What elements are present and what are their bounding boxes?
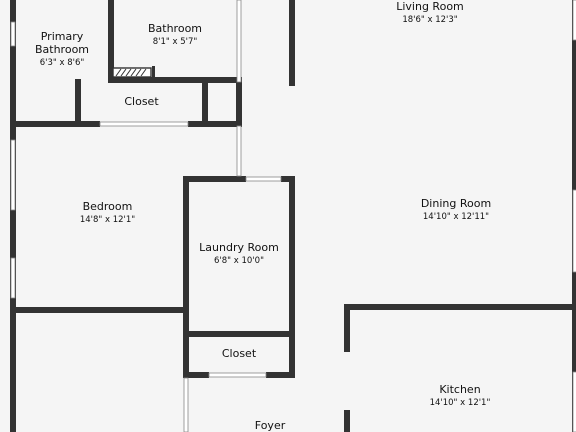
wall-bedroom-north-a [10,121,100,127]
wall-kitchen-west [344,304,350,352]
window-bedroom-upper [10,139,16,211]
wall-living-west-stub [289,0,295,86]
opening-bedroom-north [99,121,189,127]
room-name: Dining Room [420,197,492,210]
wall-bath-east-lower [236,82,242,126]
room-name: Closet [124,95,159,108]
wall-laundry-north-b [281,176,295,182]
wall-vent-jamb [152,66,155,80]
wall-closet-lower-south-b [266,372,295,378]
wall-bedroom-north-b [188,121,242,127]
wall-laundry-north-a [183,176,246,182]
room-primary-bathroom: Primary Bathroom 6'3" x 8'6" [16,30,108,69]
room-bathroom: Bathroom 8'1" x 5'7" [114,22,236,47]
room-foyer: Foyer [220,419,320,432]
window-living [572,0,576,41]
opening-closet-lower [208,372,267,378]
window-primary-bath [10,21,16,47]
room-name: Closet [221,347,257,360]
room-laundry-room: Laundry Room 6'8" x 10'0" [189,241,289,266]
opening-foyer-west [183,377,189,432]
wall-primary-bath-east [108,0,114,82]
room-dining-room: Dining Room 14'10" x 12'11" [356,197,556,222]
room-name: Kitchen [439,383,481,396]
room-name: Foyer [254,419,286,432]
room-kitchen: Kitchen 14'10" x 12'1" [360,383,560,408]
wall-laundry-east [289,176,295,376]
room-dimensions: 14'8" x 12'1" [79,215,136,226]
room-name: Laundry Room [199,241,279,254]
vent-icon [112,67,152,78]
room-closet-lower: Closet [189,347,289,360]
room-dimensions: 6'3" x 8'6" [39,58,85,69]
wall-kitchen-north [344,304,576,310]
room-name: Primary [40,30,84,43]
room-living-room: Living Room 18'6" x 12'3" [330,0,530,25]
window-dining [572,189,576,273]
room-dimensions: 18'6" x 12'3" [402,15,458,26]
window-bedroom-lower [10,257,16,299]
room-name: Bathroom [34,43,90,57]
room-dimensions: 6'8" x 10'0" [214,256,264,267]
wall-closet-west [75,79,81,126]
wall-closet-east [202,79,208,126]
windows [10,0,576,432]
room-name: Bedroom [82,200,133,213]
room-dimensions: 8'1" x 5'7" [152,37,198,48]
opening-laundry-north [245,176,282,182]
room-closet-upper: Closet [81,95,202,108]
room-dimensions: 14'10" x 12'1" [429,398,491,409]
wall-laundry-south [183,331,295,337]
wall-bath-south [108,77,242,83]
room-dimensions: 14'10" x 12'11" [422,212,490,223]
wall-laundry-west [183,176,189,376]
wall-closet-lower-south-a [183,372,209,378]
room-bedroom: Bedroom 14'8" x 12'1" [30,200,185,225]
room-name: Living Room [396,0,464,13]
wall-bedroom-south [10,307,188,313]
exterior-wall-left [10,0,16,432]
window-kitchen [572,371,576,432]
wall-kitchen-west-lower [344,410,350,432]
opening-hall-east [236,125,242,177]
room-name: Bathroom [147,22,203,35]
opening-bath-east [236,0,242,83]
